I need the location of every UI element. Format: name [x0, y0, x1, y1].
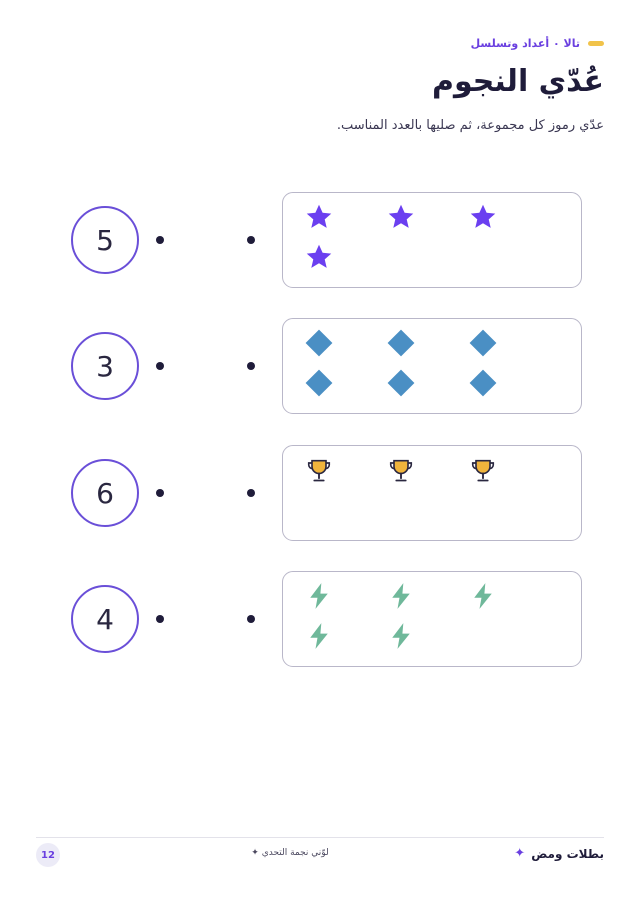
- number-circle[interactable]: 3: [71, 332, 139, 400]
- number-connector-dot[interactable]: [156, 489, 164, 497]
- diamond-icon: [305, 329, 333, 357]
- matching-row: 4: [0, 571, 640, 671]
- number-circle[interactable]: 4: [71, 585, 139, 653]
- number-connector-dot[interactable]: [156, 362, 164, 370]
- diamond-icon: [387, 369, 415, 397]
- instruction-text: عدّي رموز كل مجموعة، ثم صليها بالعدد الم…: [336, 118, 604, 133]
- trophy-icon: [469, 456, 497, 484]
- matching-row: 6: [0, 445, 640, 545]
- group-connector-dot[interactable]: [247, 362, 255, 370]
- star-icon: [305, 203, 333, 231]
- diamond-icon: [469, 369, 497, 397]
- lightning-icon: [387, 622, 415, 650]
- diamond-icon: [305, 369, 333, 397]
- lightning-icon: [387, 582, 415, 610]
- matching-row: 3: [0, 318, 640, 418]
- kicker-bar: [588, 41, 604, 46]
- footer-divider: [36, 837, 604, 838]
- symbol-group-box: [282, 571, 582, 667]
- star-icon: [469, 203, 497, 231]
- kicker-text: تالا ٠ أعداد وتسلسل: [470, 37, 580, 50]
- group-connector-dot[interactable]: [247, 489, 255, 497]
- number-circle[interactable]: 6: [71, 459, 139, 527]
- symbol-group-box: [282, 445, 582, 541]
- sparkle-icon: ✦: [514, 846, 526, 861]
- diamond-icon: [387, 329, 415, 357]
- page-number: 12: [36, 843, 60, 867]
- brand-name: بطلات ومض: [531, 846, 604, 861]
- star-icon: [305, 243, 333, 271]
- kicker: تالا ٠ أعداد وتسلسل: [471, 37, 604, 50]
- group-connector-dot[interactable]: [247, 236, 255, 244]
- number-circle[interactable]: 5: [71, 206, 139, 274]
- trophy-icon: [387, 456, 415, 484]
- lightning-icon: [469, 582, 497, 610]
- number-connector-dot[interactable]: [156, 236, 164, 244]
- number-connector-dot[interactable]: [156, 615, 164, 623]
- symbol-group-box: [282, 192, 582, 288]
- lightning-icon: [305, 622, 333, 650]
- page-title: عُدّي النجوم: [432, 64, 604, 99]
- group-connector-dot[interactable]: [247, 615, 255, 623]
- symbol-group-box: [282, 318, 582, 414]
- trophy-icon: [305, 456, 333, 484]
- lightning-icon: [305, 582, 333, 610]
- matching-row: 5: [0, 192, 640, 292]
- footer-brand: بطلات ومض ✦: [514, 846, 604, 861]
- footer-note: لوّني نجمة التحدي ✦: [251, 848, 329, 858]
- star-icon: [387, 203, 415, 231]
- diamond-icon: [469, 329, 497, 357]
